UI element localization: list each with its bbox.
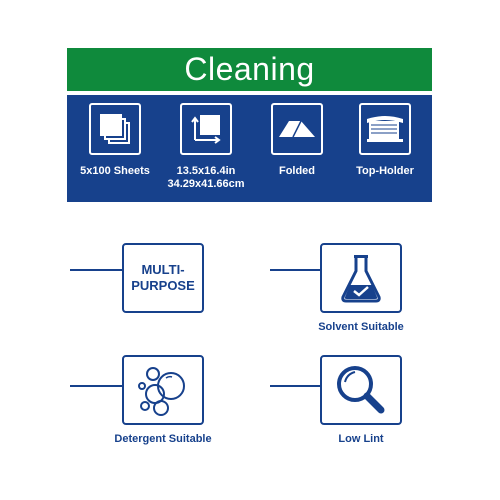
solvent-suitable-label: Solvent Suitable	[318, 321, 404, 333]
detergent-suitable-label: Detergent Suitable	[114, 433, 212, 445]
spec-dimensions-label: 13.5x16.4in	[176, 165, 236, 177]
low-lint-box	[320, 355, 402, 425]
connector-line	[270, 269, 322, 271]
dimension-arrows-icon	[180, 103, 232, 155]
folded-wiper-icon	[271, 103, 323, 155]
detergent-suitable-box	[122, 355, 204, 425]
multi-purpose-text-line2: PURPOSE	[131, 278, 195, 293]
spec-dimensions: 13.5x16.4in 34.29x41.66cm	[163, 103, 249, 191]
magnifier-icon	[337, 366, 385, 414]
multi-purpose-box: MULTI- PURPOSE	[122, 243, 204, 313]
spec-top-holder: Top-Holder	[342, 103, 428, 178]
connector-line	[270, 385, 322, 387]
category-banner: Cleaning	[67, 48, 432, 91]
spec-top-holder-label: Top-Holder	[356, 165, 414, 177]
multi-purpose-text-line1: MULTI-	[141, 262, 185, 277]
category-title: Cleaning	[184, 51, 315, 87]
solvent-suitable-box	[320, 243, 402, 313]
connector-line	[70, 385, 124, 387]
flask-check-icon	[341, 255, 381, 303]
connector-line	[70, 269, 124, 271]
low-lint-label: Low Lint	[338, 433, 384, 445]
spec-folded: Folded	[254, 103, 340, 178]
spec-dimensions-label-metric: 34.29x41.66cm	[167, 178, 245, 190]
spec-sheets-label: 5x100 Sheets	[80, 165, 150, 177]
spec-panel: 5x100 Sheets 13.5x16.4in 34.29x41.66cm F…	[67, 95, 432, 202]
spec-sheets: 5x100 Sheets	[72, 103, 158, 178]
stacked-sheets-icon	[89, 103, 141, 155]
spec-folded-label: Folded	[278, 165, 316, 177]
top-holder-icon	[359, 103, 411, 155]
multi-purpose-text: MULTI- PURPOSE	[131, 262, 195, 294]
bubbles-icon	[138, 367, 185, 416]
